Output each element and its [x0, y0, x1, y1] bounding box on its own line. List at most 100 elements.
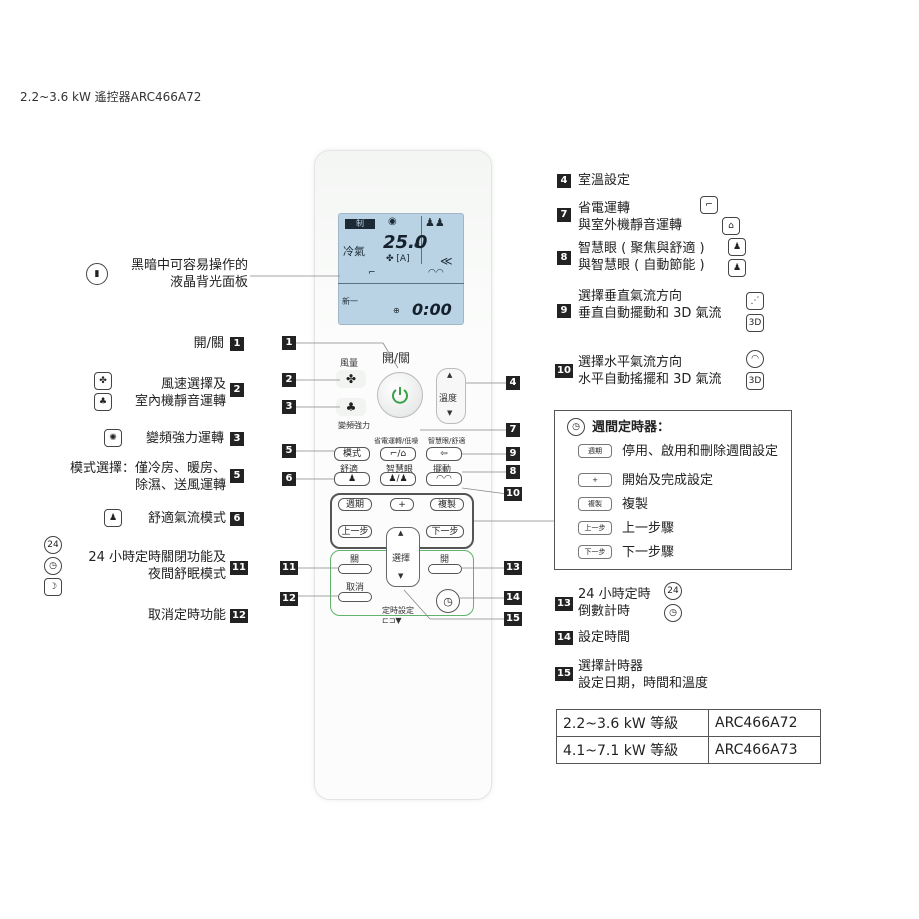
callout-12-text: 取消定時功能	[147, 608, 226, 623]
callout-2-line2: 室內機靜音運轉	[134, 394, 226, 409]
select-down-icon[interactable]: ▼	[398, 572, 404, 580]
callout-7-line2: 與室外機靜音運轉	[578, 218, 683, 233]
smart-label: 智慧眼	[386, 465, 414, 475]
callout-9-num: 9	[557, 304, 571, 318]
temp-rocker[interactable]	[436, 368, 466, 424]
copy-button[interactable]: 複製	[430, 498, 464, 511]
3d-airflow-icon-2: 3D	[746, 372, 764, 390]
temp-up-icon[interactable]: ▲	[447, 371, 453, 379]
callout-1-num: 1	[230, 337, 244, 351]
marker-4: 4	[506, 376, 520, 390]
line-1	[382, 342, 399, 369]
marker-12: 12	[280, 592, 298, 606]
callout-11-line2: 夜間舒眠模式	[147, 567, 226, 582]
callout-15-line2: 設定日期，時間和溫度	[578, 676, 709, 691]
lcd-swing-icon: ≪	[440, 254, 453, 268]
sleep-icon: ☽	[44, 578, 62, 596]
off-label: 關	[350, 555, 360, 565]
timer-icon: ◷	[44, 557, 62, 575]
plus-key-icon: +	[578, 473, 612, 487]
lcd-temperature: 25.0	[383, 232, 428, 253]
mode-button[interactable]: 模式	[334, 447, 370, 461]
back-button[interactable]: 上一步	[338, 525, 372, 538]
weekly-button[interactable]: 週期	[338, 498, 372, 511]
lcd-aux-text: 新一	[342, 297, 358, 306]
callout-15-num: 15	[555, 667, 573, 681]
power-icon	[392, 387, 408, 404]
clock-icon: ◷	[443, 594, 453, 608]
spec-model: ARC466A72	[708, 709, 821, 737]
marker-13: 13	[504, 561, 522, 575]
callout-10-line1: 選擇水平氣流方向	[578, 355, 683, 370]
line-10	[461, 487, 508, 495]
callout-8-num: 8	[557, 251, 571, 265]
intelligent-eye-button[interactable]: ♟/♟	[380, 472, 416, 486]
comfort-airflow-icon: ♟	[104, 509, 122, 527]
callout-13-line1: 24 小時定時	[578, 587, 651, 602]
spec-model: ARC466A73	[708, 736, 821, 764]
marker-9: 9	[506, 447, 520, 461]
callout-11-line1: 24 小時定時關閉功能及	[88, 550, 226, 565]
quiet-button[interactable]: ♣	[336, 398, 366, 416]
marker-2: 2	[282, 373, 296, 387]
off-timer-button[interactable]	[338, 564, 372, 574]
callout-12-num: 12	[230, 609, 248, 623]
swing-button[interactable]: ◠◠	[426, 472, 462, 486]
comfort-label: 舒適	[340, 465, 359, 475]
callout-14-text: 設定時間	[578, 630, 631, 645]
powerful-icon: ✺	[104, 429, 122, 447]
comfort-button[interactable]: ♟	[334, 472, 370, 486]
table-row: 4.1~7.1 kW 等級 ARC466A73	[556, 736, 821, 764]
callout-10-num: 10	[555, 364, 573, 378]
weekly-timer-icon: ◷	[567, 418, 585, 436]
lcd-clock-icon: ⊕	[393, 306, 400, 315]
marker-15: 15	[504, 612, 522, 626]
on-timer-button[interactable]	[428, 564, 462, 574]
horizontal-swing-icon: ◠	[746, 350, 764, 368]
next-key-icon: 下一步	[578, 545, 612, 559]
fan-auto-icon: ✤	[94, 372, 112, 390]
plus-button[interactable]: +	[390, 498, 414, 511]
callout-14-num: 14	[555, 631, 573, 645]
callout-6-text: 舒適氣流模式	[147, 511, 226, 526]
weekly-row-3: 複製	[622, 497, 649, 512]
lcd-econo-icon: ⌐	[368, 268, 376, 278]
power-button[interactable]	[377, 372, 423, 418]
callout-5-num: 5	[230, 469, 244, 483]
temp-down-icon[interactable]: ▼	[447, 409, 453, 417]
econo-icon: ⌐	[700, 196, 718, 214]
spec-range: 2.2~3.6 kW 等級	[556, 709, 709, 737]
spec-range: 4.1~7.1 kW 等級	[556, 736, 709, 764]
econo-button[interactable]: ⌐/⌂	[380, 447, 416, 461]
select-rocker[interactable]	[386, 527, 420, 587]
select-label: 選擇	[392, 554, 411, 564]
marker-6: 6	[282, 472, 296, 486]
next-button[interactable]: 下一步	[426, 525, 464, 538]
weekly-row-1: 停用、啟用和刪除週間設定	[622, 444, 779, 459]
select-up-icon[interactable]: ▲	[398, 529, 404, 537]
cancel-button[interactable]	[338, 592, 372, 602]
callout-5-line2: 除濕、送風運轉	[134, 478, 226, 493]
callout-11-num: 11	[230, 561, 248, 575]
marker-8: 8	[506, 465, 520, 479]
quiet-outdoor-button[interactable]: ⇦	[426, 447, 462, 461]
lcd-mode-badge: 制	[345, 219, 375, 229]
callout-3-text: 變頻強力運轉	[145, 431, 224, 446]
lcd-screen	[338, 213, 464, 325]
callout-9-line1: 選擇垂直氣流方向	[578, 289, 683, 304]
callout-5-line1: 模式選擇：僅冷房、暖房、	[69, 461, 226, 476]
on-label: 開	[440, 555, 450, 565]
remote-icon: ▮	[86, 263, 108, 285]
callout-15-line1: 選擇計時器	[578, 659, 644, 674]
fan-button[interactable]: ✤	[336, 370, 366, 388]
back-key-icon: 上一步	[578, 521, 612, 535]
econ-quiet-label: 省電運轉/低噪	[374, 437, 419, 445]
marker-14: 14	[504, 591, 522, 605]
intelligent-eye-icon: ♟	[728, 238, 746, 256]
lcd-divider	[421, 216, 422, 264]
callout-1-text: 開/關	[193, 336, 224, 351]
lcd-mode-text: 冷氣	[343, 245, 365, 258]
lcd-person-icon: ♟♟	[425, 216, 445, 229]
clock-button[interactable]: ◷	[436, 589, 460, 613]
